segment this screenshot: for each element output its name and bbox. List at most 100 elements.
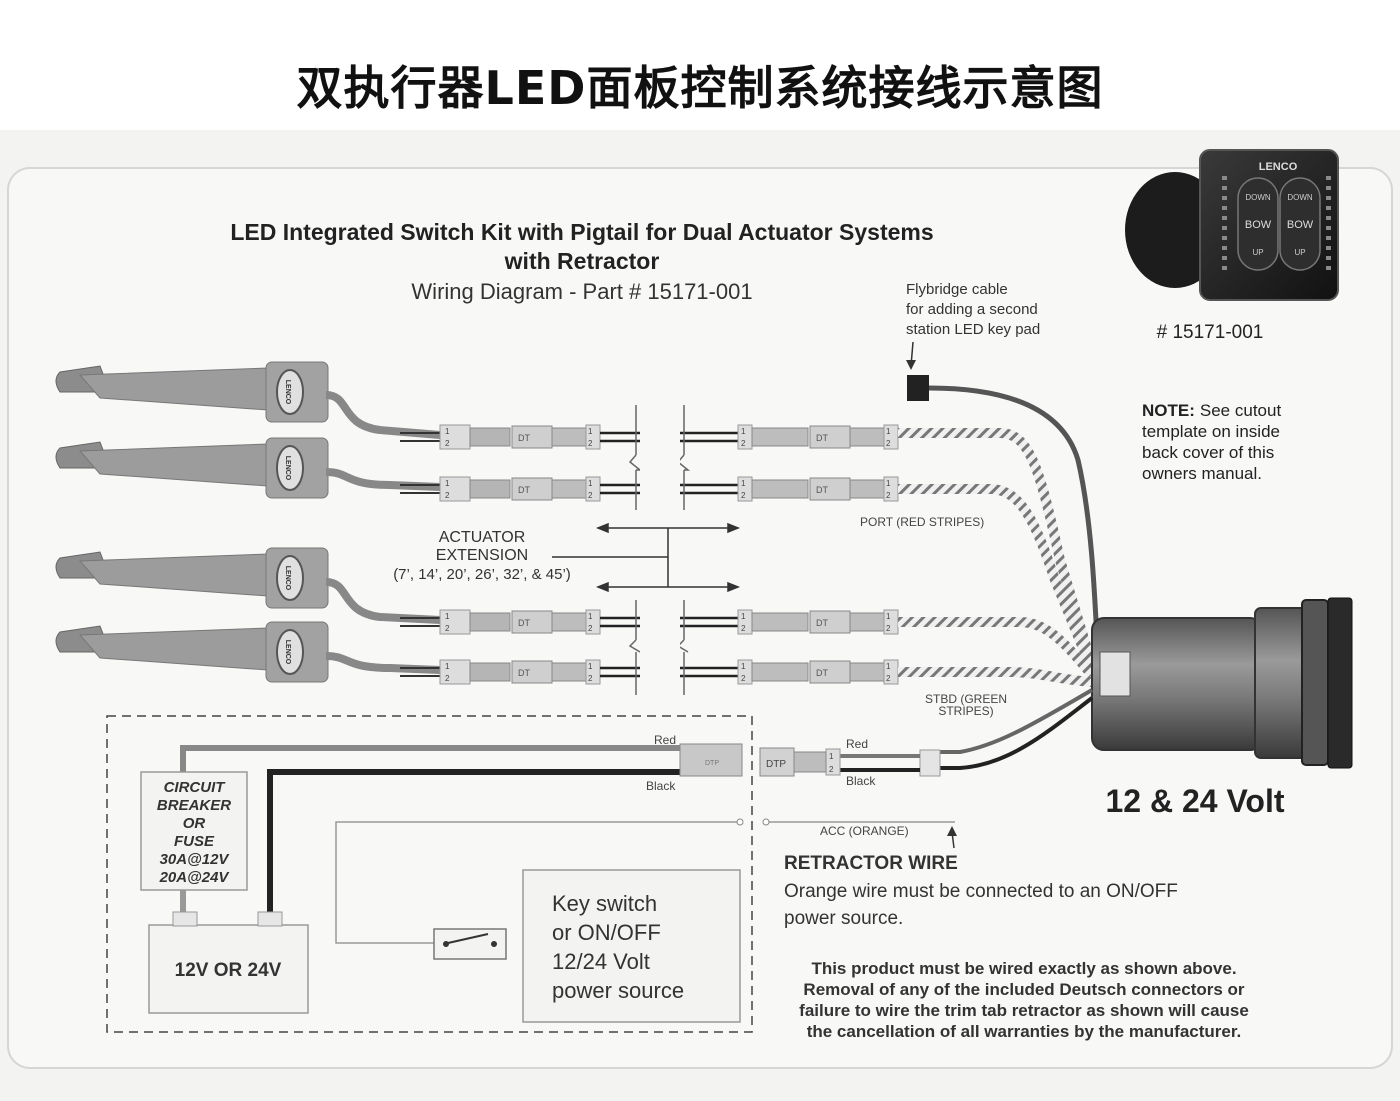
key-switch-label-3: 12/24 Volt: [552, 949, 650, 974]
pin-label: 2: [741, 439, 746, 448]
warning-text-2: Removal of any of the included Deutsch c…: [803, 980, 1245, 999]
dtp-connector-left: [679, 743, 743, 777]
pin-label: 1: [886, 612, 891, 621]
pin-label: 1: [588, 479, 593, 488]
part-number-label: # 15171-001: [1157, 322, 1264, 343]
pin-label: 1: [886, 662, 891, 671]
retractor-text-1: Orange wire must be connected to an ON/O…: [784, 881, 1178, 902]
warning-text-4: the cancellation of all warranties by th…: [807, 1022, 1242, 1041]
pin-label: 2: [588, 439, 593, 448]
breaker-label-2: BREAKER: [157, 797, 231, 814]
pin-label: 2: [588, 674, 593, 683]
actuator-cable-row: 12 DT 12 12 DT 12: [400, 609, 899, 635]
port-wire-bundle: [898, 428, 1097, 672]
extension-label-2: EXTENSION: [436, 547, 528, 564]
dtp-connector-left-label: DTP: [705, 760, 719, 767]
pin-label: 2: [445, 624, 450, 633]
pin-label: 1: [588, 612, 593, 621]
dt-connector-label: DT: [816, 433, 828, 443]
diagram-title-line2: with Retractor: [504, 248, 660, 274]
diagram-subtitle: Wiring Diagram - Part # 15171-001: [411, 279, 752, 304]
warning-text-3: failure to wire the trim tab retractor a…: [799, 1001, 1249, 1020]
note-line-4: owners manual.: [1142, 464, 1262, 483]
battery-terminal: [257, 911, 283, 927]
key-switch-label-1: Key switch: [552, 891, 657, 916]
actuator: LENCO: [55, 621, 441, 683]
keypad-image: LENCO DOWN BOW UP DOWN BOW UP: [1125, 149, 1339, 301]
pin-label: 1: [886, 479, 891, 488]
pin-label: 2: [445, 439, 450, 448]
pin-label: 2: [588, 624, 593, 633]
left-up-label: UP: [1252, 248, 1263, 257]
acc-wire: [335, 821, 740, 944]
stbd-wire-bundle: [898, 617, 1096, 687]
pin-label: 1: [741, 427, 746, 436]
pin-label: 2: [588, 491, 593, 500]
flybridge-label-2: for adding a second: [906, 301, 1038, 318]
banner-title: 双执行器LED面板控制系统接线示意图: [296, 61, 1104, 115]
dt-connector-label: DT: [816, 618, 828, 628]
switch-contact-icon: [443, 941, 449, 947]
pin-label: 1: [588, 427, 593, 436]
flybridge-cable: [928, 385, 1101, 661]
pin-label: 1: [741, 612, 746, 621]
actuator-brand: LENCO: [284, 566, 291, 591]
key-switch-label-4: power source: [552, 978, 684, 1003]
stbd-wire-label-1: STBD (GREEN: [925, 692, 1007, 706]
circuit-breaker: [140, 771, 248, 891]
dt-connector-label: DT: [518, 485, 530, 495]
actuator: LENCO: [55, 361, 441, 439]
left-down-label: DOWN: [1245, 193, 1271, 202]
flybridge-label-3: station LED key pad: [906, 321, 1040, 338]
break-gap: [640, 420, 680, 510]
right-bow-label: BOW: [1287, 219, 1314, 231]
actuator: LENCO: [55, 547, 441, 624]
black-wire-label-right: Black: [846, 774, 876, 788]
bow-right-button: [1279, 177, 1321, 271]
pin-label: 1: [445, 612, 450, 621]
battery: [148, 924, 309, 1014]
dt-connector-label: DT: [816, 485, 828, 495]
right-down-label: DOWN: [1287, 193, 1313, 202]
power-splice: [919, 749, 941, 777]
red-wire-label-left: Red: [654, 733, 676, 747]
key-switch-label-2: or ON/OFF: [552, 920, 661, 945]
switch-contact-icon: [491, 941, 497, 947]
red-wire-label-right: Red: [846, 737, 868, 751]
warning-text-1: This product must be wired exactly as sh…: [811, 959, 1236, 978]
break-gap: [640, 605, 680, 690]
breaker-label-3: OR: [183, 815, 206, 832]
pin-label: 2: [445, 674, 450, 683]
port-wire-label: PORT (RED STRIPES): [860, 515, 984, 529]
note-line-1: NOTE:See cutout: [1142, 401, 1281, 420]
pin-label: 2: [886, 674, 891, 683]
pin-label: 1: [886, 427, 891, 436]
pin-label: 1: [829, 752, 834, 761]
retractor-arrow-icon: [947, 826, 957, 836]
dt-connector-label: DT: [518, 618, 530, 628]
note-line-3: back cover of this: [1142, 443, 1274, 462]
acc-wire-label: ACC (ORANGE): [820, 824, 909, 838]
retractor-title: RETRACTOR WIRE: [784, 853, 958, 874]
pin-label: 1: [445, 662, 450, 671]
actuator-cable-row: 12 DT 12 12 DT 12: [400, 424, 899, 450]
flybridge-plug: [907, 375, 929, 401]
extension-label-1: ACTUATOR: [439, 529, 526, 546]
dtp-connector: [759, 747, 795, 777]
dt-connector-label: DT: [518, 668, 530, 678]
extension-label-3: (7’, 14’, 20’, 26’, 32’, & 45’): [393, 566, 571, 583]
black-wire-label-left: Black: [646, 779, 676, 793]
key-switch-box: [522, 869, 741, 1023]
actuator-brand: LENCO: [284, 380, 291, 405]
retractor-text-2: power source.: [784, 908, 903, 929]
battery-label: 12V OR 24V: [175, 960, 282, 981]
stbd-wire-label-2: STRIPES): [938, 704, 993, 718]
actuator: LENCO: [55, 437, 441, 499]
breaker-label-4: FUSE: [174, 833, 215, 850]
extension-arrows: [552, 522, 741, 593]
pin-label: 2: [886, 624, 891, 633]
breaker-label-1: CIRCUIT: [164, 779, 227, 796]
breaker-label-6: 20A@24V: [159, 869, 231, 886]
pin-label: 2: [886, 439, 891, 448]
